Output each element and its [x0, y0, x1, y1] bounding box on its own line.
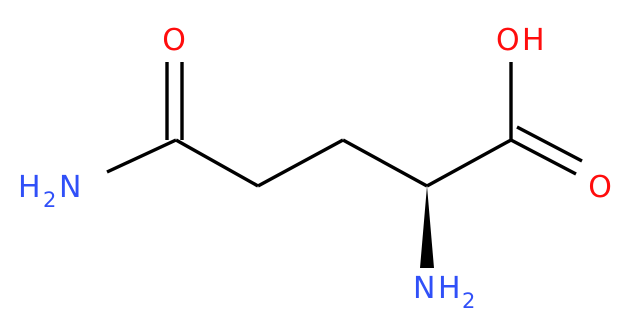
- bond-cacid-o-b: [516, 125, 583, 163]
- bond-amide-c-n: [106, 138, 177, 174]
- bond-wedge-calpha-n: [420, 186, 434, 268]
- acid-h-label: H: [522, 23, 545, 58]
- atom-amide-o: O: [162, 23, 186, 58]
- amide-n-label: N: [59, 170, 81, 205]
- atom-alpha-nh2: N H 2: [413, 271, 475, 313]
- alpha-n-label: N: [413, 271, 435, 306]
- bond-ch2a-ch2b: [257, 138, 344, 188]
- atom-acid-oh: O H: [496, 23, 545, 58]
- amide-h-label: H: [18, 170, 41, 205]
- atom-amide-nh2: H 2 N: [18, 170, 81, 212]
- alpha-h-label: H: [438, 271, 461, 306]
- bond-c-ch2a: [175, 138, 259, 188]
- alpha-h-subscript: 2: [462, 289, 475, 313]
- bond-cacid-o-a: [510, 138, 577, 176]
- acid-o-label: O: [496, 23, 520, 58]
- bond-ch2b-calpha: [342, 138, 428, 188]
- bond-calpha-cacid: [426, 138, 512, 188]
- amide-h-subscript: 2: [43, 188, 56, 212]
- atom-acid-o: O: [588, 170, 612, 205]
